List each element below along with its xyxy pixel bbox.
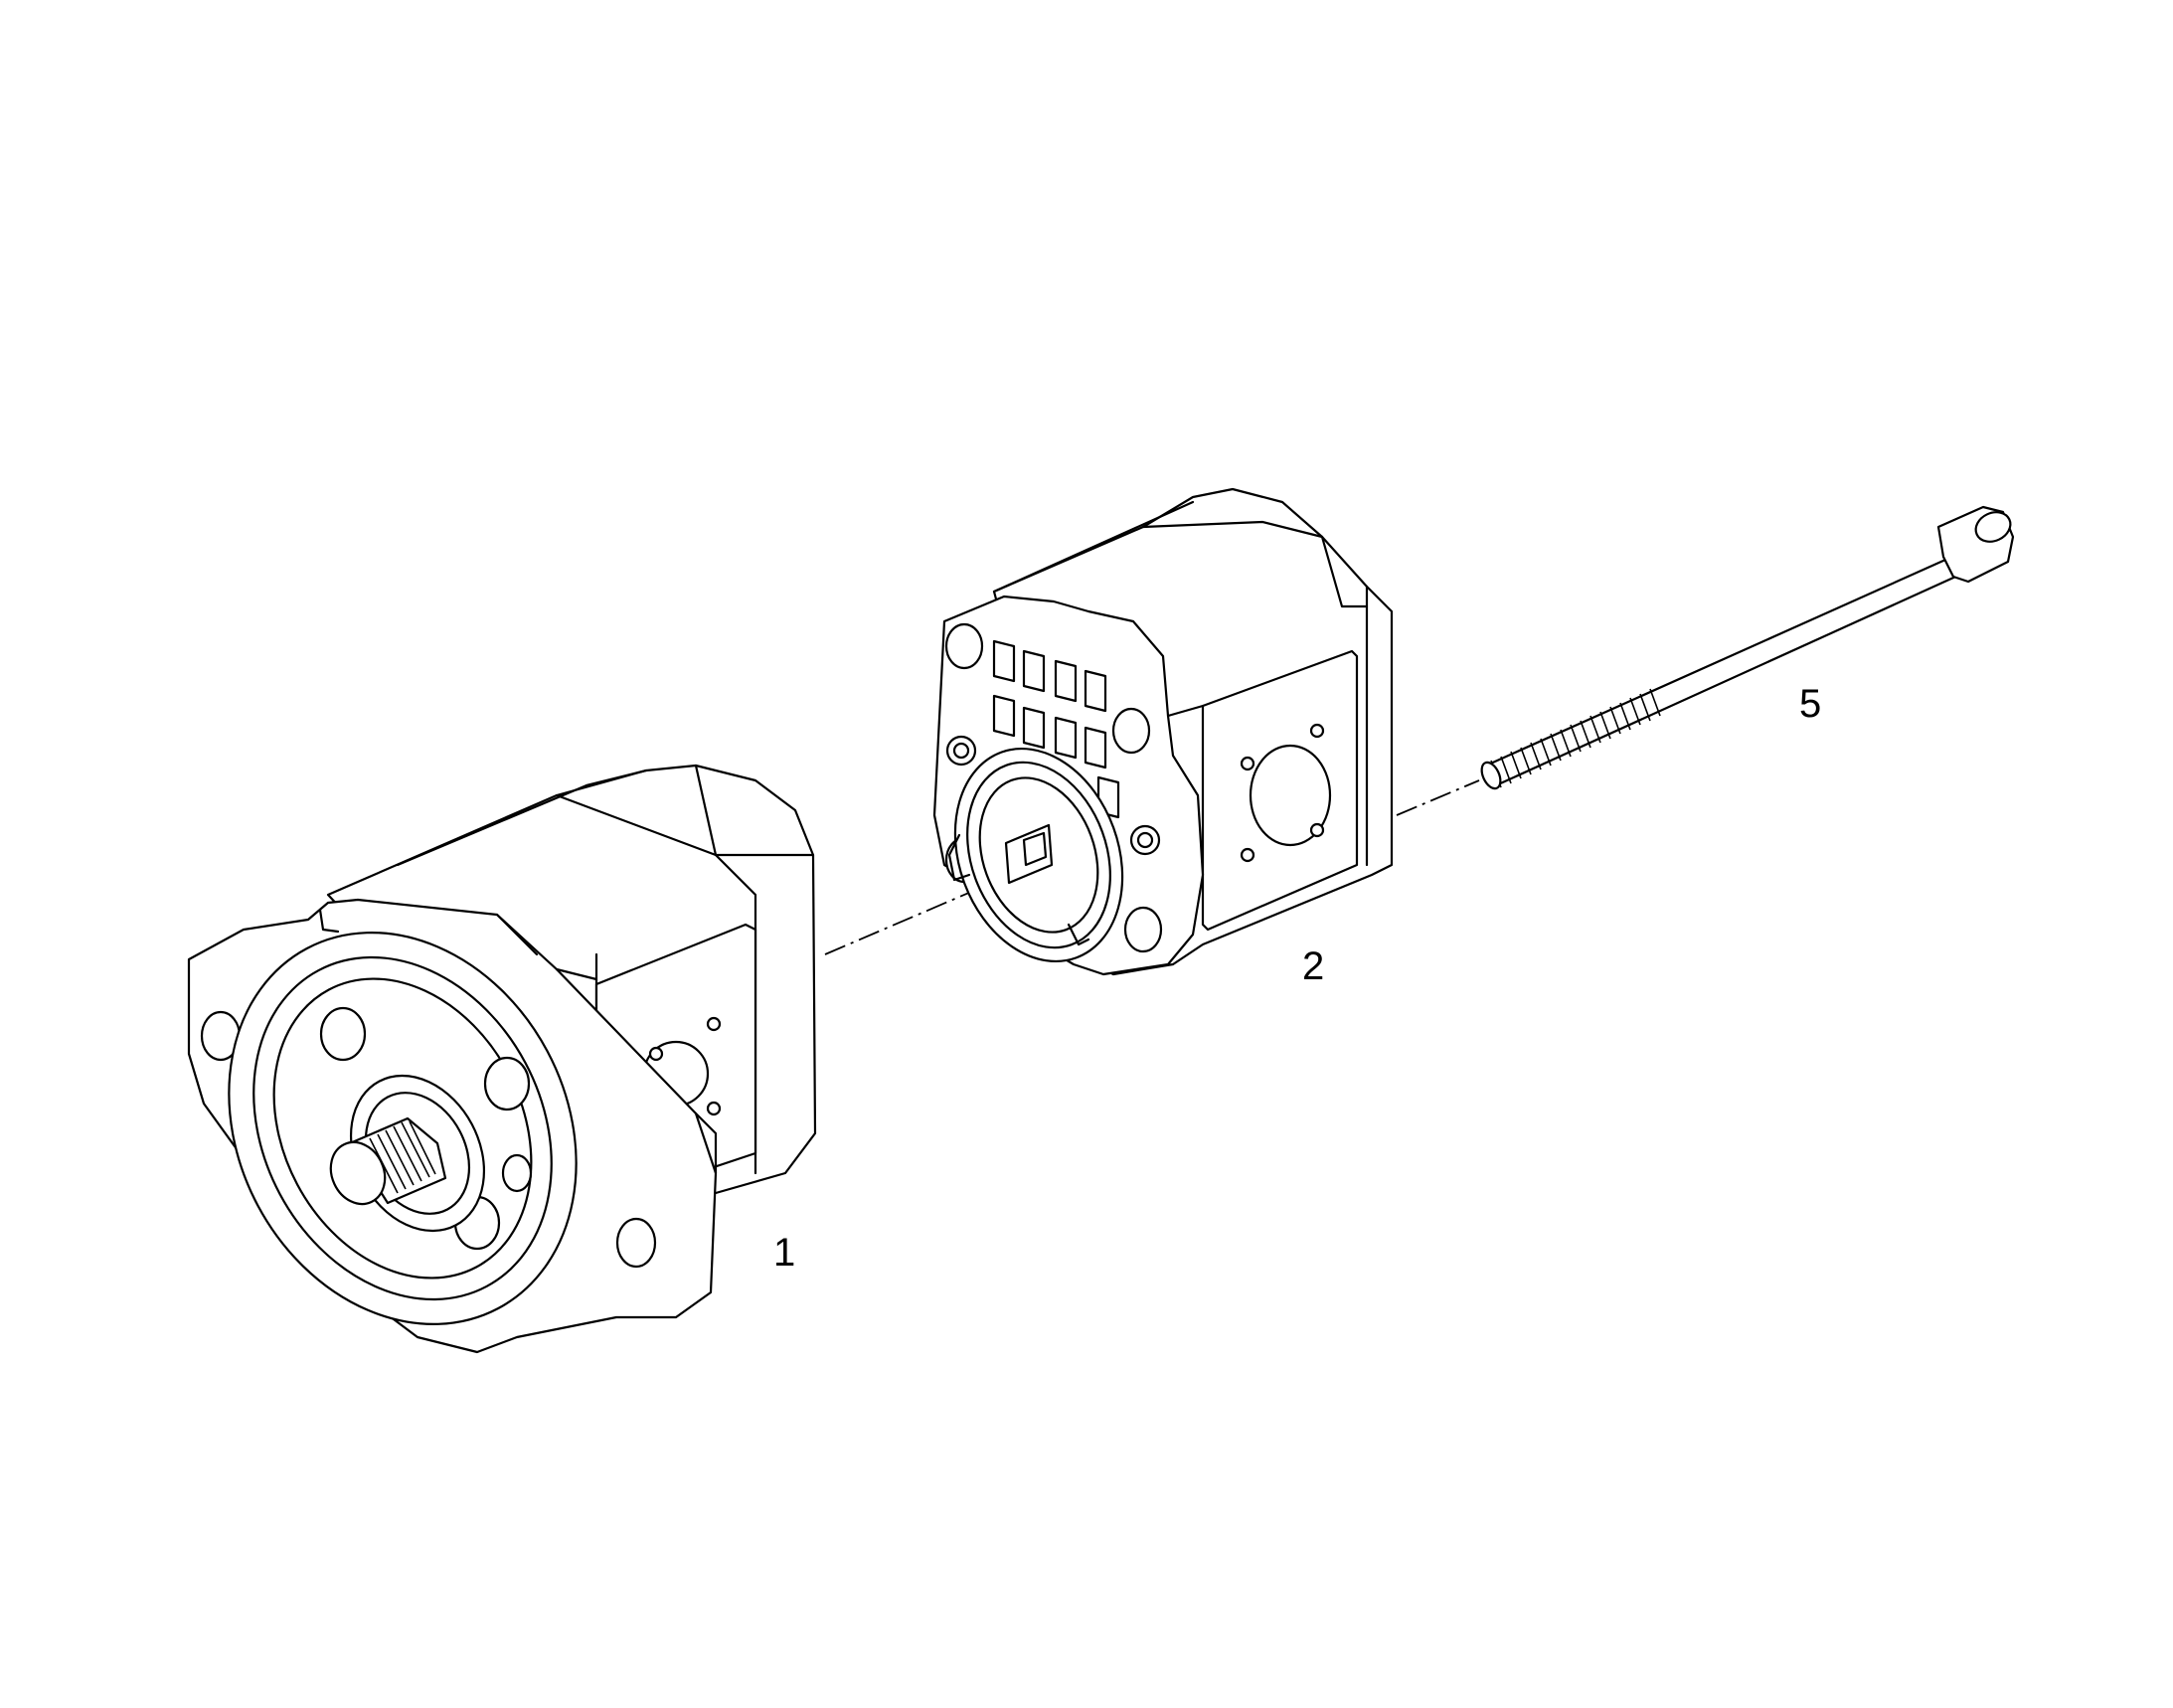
part-5-bolt-shank: [1484, 550, 1975, 787]
part-5-bolt: [1480, 505, 2015, 790]
callout-part-2: 2: [1302, 944, 1325, 988]
part-2-drive-slot: [1004, 823, 1054, 885]
part-2-rib-grid: [992, 639, 1120, 819]
part-1-flange-hole-right: [615, 1217, 657, 1269]
callout-part-1: 1: [773, 1231, 796, 1275]
part-5-bolt-thread: [1490, 688, 1661, 788]
axis-line-2-5: [1396, 779, 1480, 816]
callout-part-5: 5: [1799, 682, 1822, 726]
part-1-pump-body: [187, 764, 817, 1354]
part-2-gear-section: [932, 487, 1394, 976]
